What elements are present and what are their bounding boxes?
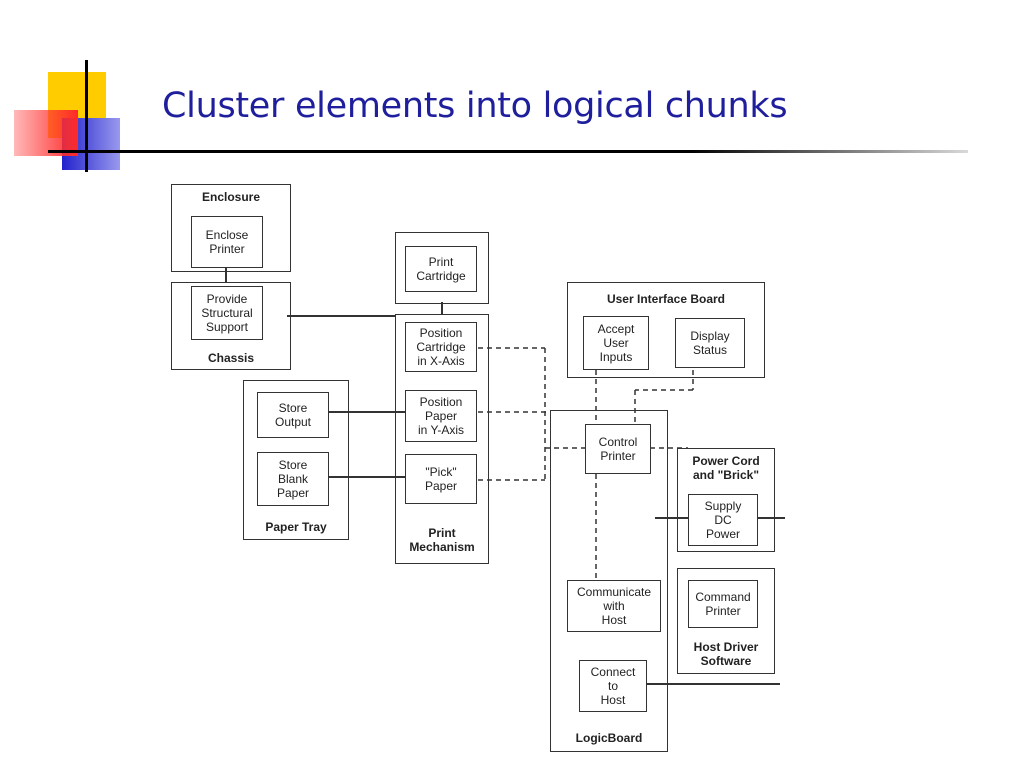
box-store-blank-paper: Store Blank Paper <box>257 452 329 506</box>
group-label-print-mechanism: Print Mechanism <box>409 526 475 554</box>
box-pick-paper: "Pick" Paper <box>405 454 477 504</box>
printer-architecture-diagram: Enclosure Enclose Printer Provide Struct… <box>85 170 965 768</box>
group-label-user-interface-board: User Interface Board <box>606 292 726 306</box>
group-enclosure <box>171 184 291 272</box>
group-chassis <box>171 282 291 370</box>
box-command-printer: Command Printer <box>688 580 758 628</box>
box-structural-support: Provide Structural Support <box>191 286 263 340</box>
group-power-cord <box>677 448 775 552</box>
box-control-printer: Control Printer <box>585 424 651 474</box>
title-divider <box>48 150 968 153</box>
group-paper-tray <box>243 380 349 540</box>
box-position-cartridge: Position Cartridge in X-Axis <box>405 322 477 372</box>
box-position-paper: Position Paper in Y-Axis <box>405 390 477 442</box>
group-label-host-driver-software: Host Driver Software <box>693 640 759 668</box>
slide-title: Cluster elements into logical chunks <box>162 86 788 126</box>
group-label-enclosure: Enclosure <box>201 190 261 204</box>
group-label-power-cord: Power Cord and "Brick" <box>692 454 760 482</box>
group-logic-board <box>550 410 668 752</box>
group-label-paper-tray: Paper Tray <box>265 520 327 534</box>
box-supply-dc-power: Supply DC Power <box>688 494 758 546</box>
deco-vertical-line <box>85 60 88 172</box>
box-accept-user-inputs: Accept User Inputs <box>583 316 649 370</box>
box-print-cartridge: Print Cartridge <box>405 246 477 292</box>
group-print-cartridge <box>395 232 489 304</box>
group-host-driver-software <box>677 568 775 674</box>
box-enclose-printer: Enclose Printer <box>191 216 263 268</box>
box-display-status: Display Status <box>675 318 745 368</box>
deco-red-square <box>14 110 78 156</box>
group-label-chassis: Chassis <box>207 351 255 365</box>
box-communicate-with-host: Communicate with Host <box>567 580 661 632</box>
group-label-logic-board: LogicBoard <box>575 731 643 745</box>
connector-lines <box>225 267 785 685</box>
group-print-mechanism <box>395 314 489 564</box>
group-user-interface-board <box>567 282 765 378</box>
box-store-output: Store Output <box>257 392 329 438</box>
box-connect-to-host: Connect to Host <box>579 660 647 712</box>
